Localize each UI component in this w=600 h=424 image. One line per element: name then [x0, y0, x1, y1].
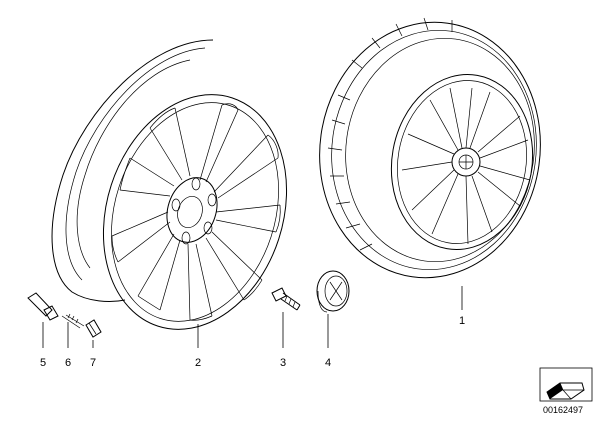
- leader-lines: [42, 286, 463, 348]
- callout-6: 6: [65, 357, 71, 369]
- callout-5: 5: [40, 357, 46, 369]
- callout-3: 3: [280, 357, 286, 369]
- callout-7: 7: [90, 357, 96, 369]
- document-stamp: [539, 367, 593, 402]
- valve-cap-drawing: [85, 319, 102, 338]
- valve-drawing: [27, 292, 59, 321]
- valve-core-drawing: [61, 313, 85, 329]
- callout-1: 1: [459, 315, 465, 327]
- wheel-tire-drawing: [319, 17, 541, 279]
- hub-cap-drawing: [316, 270, 350, 313]
- wheel-bolt-drawing: [271, 287, 301, 311]
- document-number: 00162497: [543, 405, 583, 415]
- callout-2: 2: [195, 357, 201, 369]
- callout-4: 4: [325, 357, 331, 369]
- rim-drawing: [51, 39, 288, 330]
